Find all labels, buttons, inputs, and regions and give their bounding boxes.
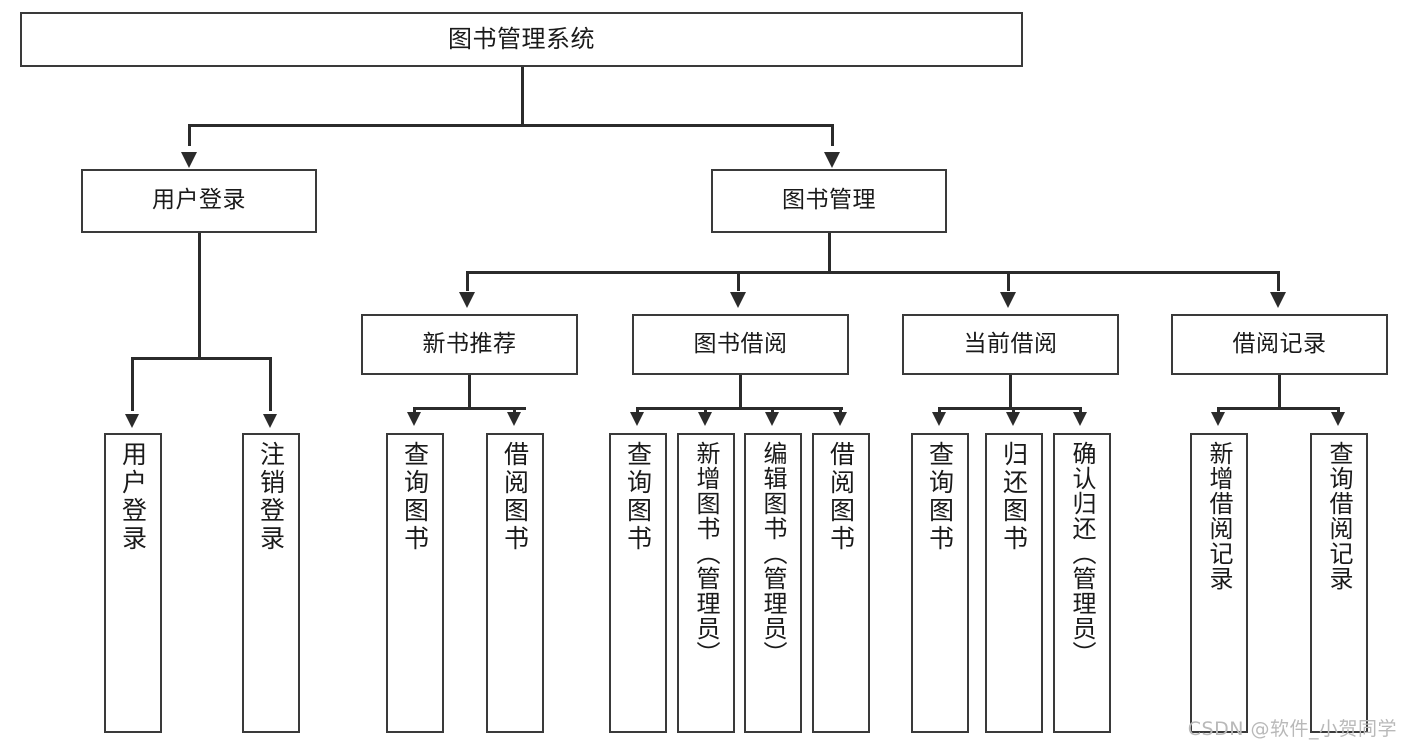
- node-label: 查询借阅记录: [1325, 441, 1353, 591]
- edge-userlogin-drop-2: [269, 357, 272, 411]
- edge-userlogin-stem: [198, 233, 201, 357]
- node-label: 归还图书: [999, 441, 1029, 553]
- arrow-to-user-login: [181, 152, 197, 168]
- node-label: 用户登录: [152, 187, 246, 214]
- node-root-book-management-system[interactable]: 图书管理系统: [20, 12, 1023, 67]
- edge-borrow-drop-2: [704, 407, 707, 413]
- leaf-query-book-current[interactable]: 查询图书: [911, 433, 969, 733]
- leaf-query-book-newbook[interactable]: 查询图书: [386, 433, 444, 733]
- node-current-borrowing[interactable]: 当前借阅: [902, 314, 1119, 375]
- arrow-to-current-borrow: [1000, 292, 1016, 308]
- edge-current-drop-2: [1012, 407, 1015, 413]
- arrow-newbook-leaf-1: [407, 412, 421, 426]
- node-label: 借阅图书: [500, 441, 530, 553]
- arrow-borrow-leaf-1: [630, 412, 644, 426]
- edge-current-drop-3: [1079, 407, 1082, 413]
- edge-root-drop-left: [188, 124, 191, 146]
- leaf-borrow-book-newbook[interactable]: 借阅图书: [486, 433, 544, 733]
- edge-current-bus: [938, 407, 1082, 410]
- edge-bookmanage-drop-4: [1277, 271, 1280, 291]
- edge-bookmanage-drop-1: [466, 271, 469, 291]
- node-label: 查询图书: [623, 441, 653, 553]
- watermark-text: CSDN @软件_小贺同学: [1187, 718, 1397, 740]
- node-label: 图书管理系统: [448, 25, 595, 54]
- node-label: 借阅图书: [826, 441, 856, 553]
- edge-bookmanage-drop-3: [1007, 271, 1010, 291]
- edge-borrow-bus: [636, 407, 843, 410]
- edge-borrow-drop-3: [771, 407, 774, 413]
- node-label: 图书借阅: [693, 330, 788, 357]
- arrow-to-borrow-record: [1270, 292, 1286, 308]
- edge-record-drop-2: [1337, 407, 1340, 413]
- edge-borrow-stem: [739, 375, 742, 408]
- edge-record-drop-1: [1217, 407, 1220, 413]
- edge-borrow-drop-1: [636, 407, 639, 413]
- leaf-edit-book-admin[interactable]: 编辑图书（管理员）: [744, 433, 802, 733]
- leaf-return-book[interactable]: 归还图书: [985, 433, 1043, 733]
- edge-newbook-drop-1: [413, 407, 416, 413]
- arrow-current-leaf-1: [932, 412, 946, 426]
- node-label: 借阅记录: [1232, 330, 1327, 357]
- leaf-query-book-borrowing[interactable]: 查询图书: [609, 433, 667, 733]
- node-label: 图书管理: [782, 187, 876, 214]
- node-label: 新书推荐: [422, 330, 517, 357]
- leaf-query-borrow-record[interactable]: 查询借阅记录: [1310, 433, 1368, 733]
- node-label: 当前借阅: [963, 330, 1058, 357]
- arrow-record-leaf-2: [1331, 412, 1345, 426]
- arrow-to-book-manage: [824, 152, 840, 168]
- edge-newbook-bus: [413, 407, 526, 410]
- edge-root-drop-right: [831, 124, 834, 146]
- node-book-borrowing[interactable]: 图书借阅: [632, 314, 849, 375]
- edge-current-drop-1: [938, 407, 941, 413]
- node-user-login[interactable]: 用户登录: [81, 169, 317, 233]
- node-label: 编辑图书（管理员）: [759, 441, 787, 666]
- arrow-current-leaf-3: [1073, 412, 1087, 426]
- node-label: 确认归还（管理员）: [1068, 441, 1096, 666]
- edge-root-stem: [521, 67, 524, 124]
- arrow-to-new-book-rec: [459, 292, 475, 308]
- leaf-add-book-admin[interactable]: 新增图书（管理员）: [677, 433, 735, 733]
- edge-borrow-drop-4: [839, 407, 842, 413]
- arrow-current-leaf-2: [1006, 412, 1020, 426]
- leaf-add-borrow-record[interactable]: 新增借阅记录: [1190, 433, 1248, 733]
- node-label: 查询图书: [400, 441, 430, 553]
- node-label: 注销登录: [256, 441, 286, 553]
- edge-bookmanage-drop-2: [737, 271, 740, 291]
- arrow-borrow-leaf-2: [698, 412, 712, 426]
- leaf-user-login[interactable]: 用户登录: [104, 433, 162, 733]
- edge-userlogin-bus: [131, 357, 269, 360]
- arrow-newbook-leaf-2: [507, 412, 521, 426]
- node-borrowing-record[interactable]: 借阅记录: [1171, 314, 1388, 375]
- edge-bookmanage-stem: [828, 233, 831, 272]
- arrow-borrow-leaf-4: [833, 412, 847, 426]
- edge-current-stem: [1009, 375, 1012, 408]
- arrow-to-book-borrow: [730, 292, 746, 308]
- arrow-record-leaf-1: [1211, 412, 1225, 426]
- node-label: 用户登录: [118, 441, 148, 553]
- node-label: 查询图书: [925, 441, 955, 553]
- node-label: 新增图书（管理员）: [692, 441, 720, 666]
- arrow-borrow-leaf-3: [765, 412, 779, 426]
- node-new-book-recommendation[interactable]: 新书推荐: [361, 314, 578, 375]
- edge-bookmanage-bus: [466, 271, 1280, 274]
- node-label: 新增借阅记录: [1205, 441, 1233, 591]
- edge-record-bus: [1217, 407, 1340, 410]
- leaf-confirm-return-admin[interactable]: 确认归还（管理员）: [1053, 433, 1111, 733]
- edge-newbook-stem: [468, 375, 471, 408]
- edge-newbook-drop-2: [513, 407, 516, 413]
- node-book-management[interactable]: 图书管理: [711, 169, 947, 233]
- edge-root-bus: [188, 124, 833, 127]
- edge-record-stem: [1278, 375, 1281, 408]
- leaf-borrow-book-borrowing[interactable]: 借阅图书: [812, 433, 870, 733]
- edge-userlogin-drop-1: [131, 357, 134, 411]
- leaf-logout[interactable]: 注销登录: [242, 433, 300, 733]
- arrow-to-user-login-leaf: [125, 414, 139, 428]
- arrow-to-logout-leaf: [263, 414, 277, 428]
